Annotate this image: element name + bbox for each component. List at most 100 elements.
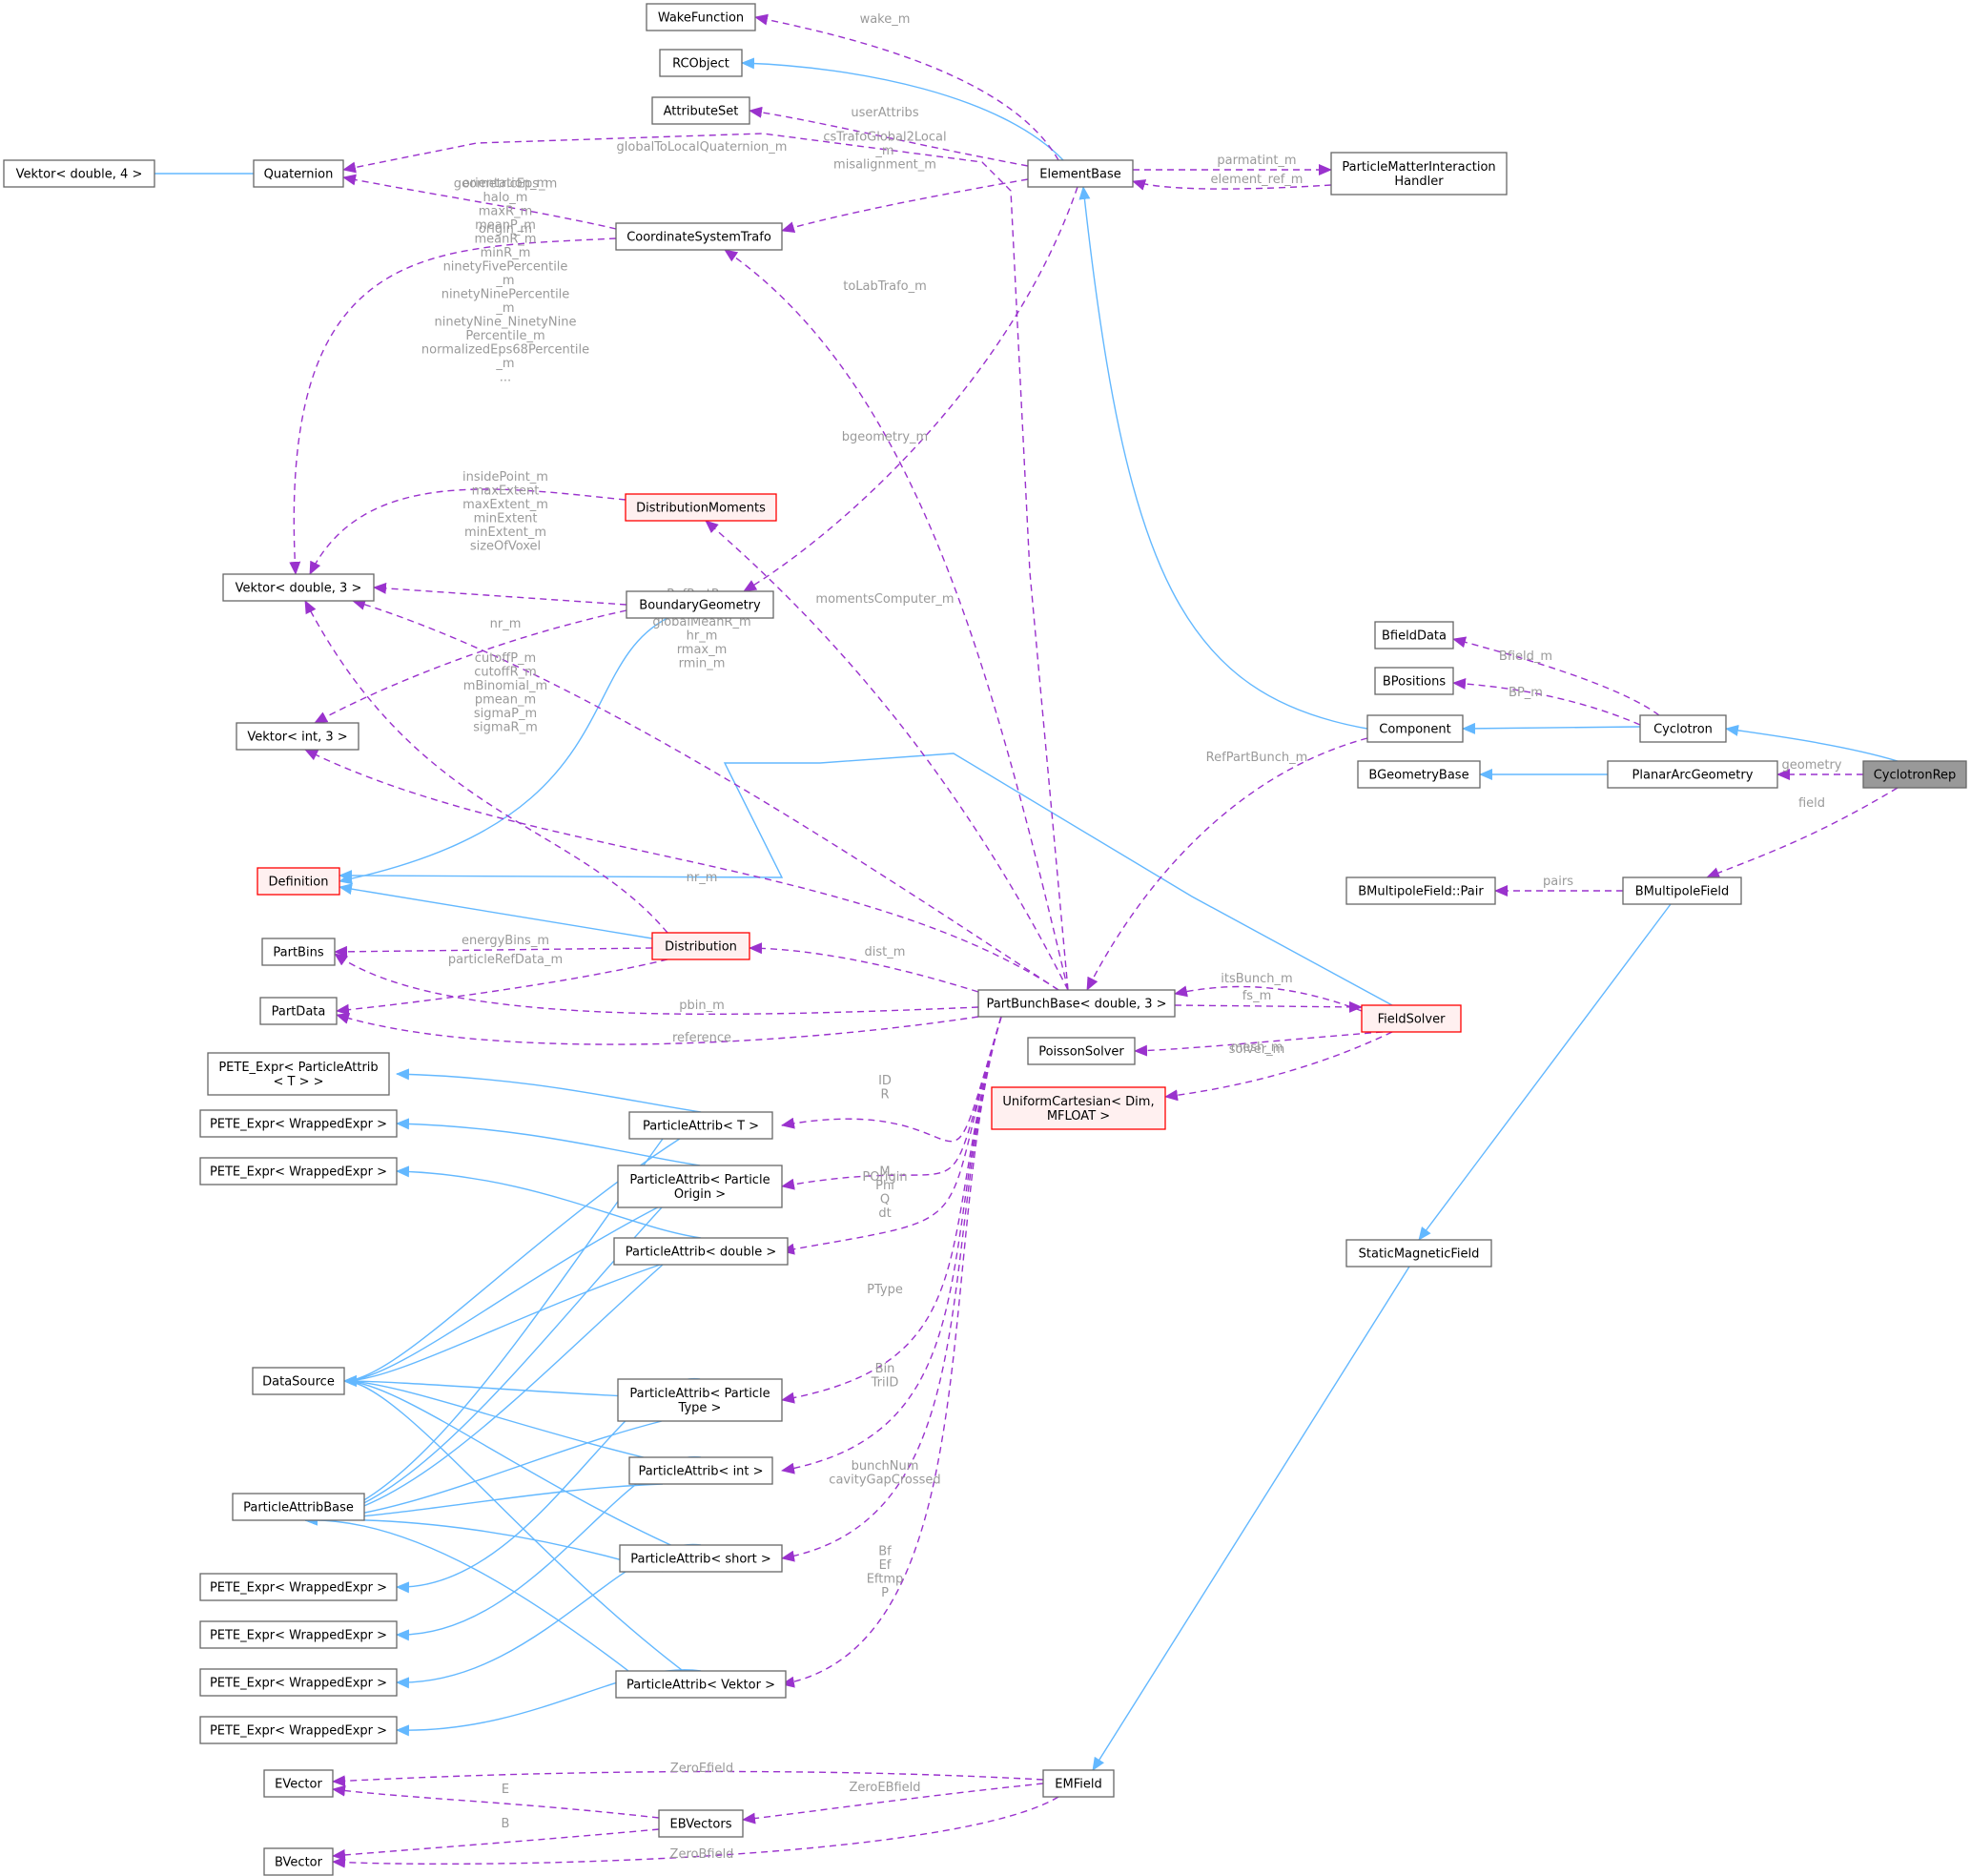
- class-node-box: [615, 1670, 787, 1699]
- class-node-PA_T[interactable]: ParticleAttrib< T >: [628, 1111, 773, 1140]
- class-node-label: PETE_Expr< WrappedExpr >: [210, 1118, 387, 1132]
- class-node-PETE_W1[interactable]: PETE_Expr< WrappedExpr >: [199, 1109, 398, 1138]
- class-node-ParticleAttribBase[interactable]: ParticleAttribBase: [232, 1493, 365, 1521]
- class-node-PartData[interactable]: PartData: [259, 997, 338, 1025]
- edge-label-line: Bin: [875, 1362, 895, 1376]
- class-node-label-line: CoordinateSystemTrafo: [626, 231, 771, 245]
- edge-label: parmatint_m: [1217, 154, 1296, 168]
- edge-label: element_ref_m: [1211, 173, 1304, 187]
- class-node-label-line: BVector: [275, 1856, 323, 1870]
- class-node-PA_short[interactable]: ParticleAttrib< short >: [619, 1544, 783, 1573]
- class-node-EMField[interactable]: EMField: [1042, 1769, 1115, 1798]
- edge-label-line: userAttribs: [851, 106, 918, 120]
- class-node-PlanarArcGeometry[interactable]: PlanarArcGeometry: [1607, 760, 1778, 789]
- class-node-label-line: BoundaryGeometry: [639, 599, 761, 613]
- class-node-box: [991, 1086, 1166, 1130]
- class-node-PA_Vektor[interactable]: ParticleAttrib< Vektor >: [615, 1670, 787, 1699]
- edge-label-line: E: [502, 1783, 509, 1797]
- edge-label: pairs: [1543, 875, 1573, 889]
- class-node-label-line: PartBins: [273, 946, 323, 960]
- class-node-PA_double[interactable]: ParticleAttrib< double >: [613, 1237, 789, 1266]
- edge-label-line: momentsComputer_m: [815, 592, 954, 607]
- class-node-Definition[interactable]: Definition: [257, 867, 340, 896]
- class-node-Component[interactable]: Component: [1366, 714, 1464, 743]
- class-node-PETE_W3[interactable]: PETE_Expr< WrappedExpr >: [199, 1573, 398, 1601]
- class-node-PETE_W5[interactable]: PETE_Expr< WrappedExpr >: [199, 1668, 398, 1697]
- class-node-PETE_W2[interactable]: PETE_Expr< WrappedExpr >: [199, 1157, 398, 1185]
- usage-edge-PartBunchBase-to-PA_T: [781, 1016, 1002, 1143]
- class-node-VektorD4[interactable]: Vektor< double, 4 >: [3, 159, 155, 188]
- edge-label-line: meanR_m: [474, 233, 536, 247]
- class-node-label-line: FieldSolver: [1378, 1013, 1447, 1027]
- class-node-BMFPair[interactable]: BMultipoleField::Pair: [1345, 876, 1496, 905]
- class-node-box: [263, 1847, 334, 1876]
- usage-edge-ElementBase-to-WakeFunction: [754, 13, 1059, 161]
- class-node-PartBunchBase[interactable]: PartBunchBase< double, 3 >: [977, 989, 1176, 1018]
- class-node-box: [617, 1165, 783, 1208]
- class-node-VektorD3[interactable]: Vektor< double, 3 >: [222, 573, 375, 602]
- usage-edge-EMField-to-EBVectors: [742, 1783, 1044, 1824]
- class-node-label-line: ElementBase: [1039, 168, 1120, 182]
- edge-label-line: parmatint_m: [1217, 154, 1296, 168]
- class-node-UniformCartesian[interactable]: UniformCartesian< Dim,MFLOAT >: [991, 1086, 1166, 1130]
- class-node-Distribution[interactable]: Distribution: [651, 932, 750, 960]
- edge-label-line: ninetyNinePercentile: [441, 288, 570, 302]
- edge-label: Bfield_m: [1499, 649, 1552, 664]
- class-node-BGeometryBase[interactable]: BGeometryBase: [1357, 760, 1481, 789]
- edge-label-line: globalToLocalQuaternion_m: [617, 140, 788, 155]
- class-node-EBVectors[interactable]: EBVectors: [658, 1809, 744, 1838]
- class-node-DistributionMoments[interactable]: DistributionMoments: [625, 493, 777, 522]
- class-node-CyclotronRep[interactable]: CyclotronRep: [1862, 760, 1967, 789]
- class-node-VektorI3[interactable]: Vektor< int, 3 >: [236, 722, 359, 751]
- class-node-WakeFunction[interactable]: WakeFunction: [646, 3, 756, 31]
- inheritance-edge-CyclotronRep-to-Cyclotron: [1725, 724, 1899, 762]
- class-node-box: [199, 1109, 398, 1138]
- edge-label-line: toLabTrafo_m: [843, 279, 927, 294]
- class-node-PartBins[interactable]: PartBins: [261, 938, 336, 966]
- class-node-BoundaryGeometry[interactable]: BoundaryGeometry: [626, 590, 774, 619]
- class-node-label-line: UniformCartesian< Dim,: [1002, 1095, 1154, 1109]
- class-node-Cyclotron[interactable]: Cyclotron: [1639, 714, 1727, 743]
- class-node-box: [1027, 1037, 1136, 1065]
- class-node-label-line: ParticleAttrib< Particle: [629, 1173, 770, 1187]
- class-node-label-line: ParticleMatterInteraction: [1342, 160, 1495, 175]
- class-node-AttributeSet[interactable]: AttributeSet: [651, 96, 750, 125]
- class-node-StaticMagneticField[interactable]: StaticMagneticField: [1345, 1239, 1492, 1268]
- class-node-PoissonSolver[interactable]: PoissonSolver: [1027, 1037, 1136, 1065]
- class-node-label: BVector: [275, 1856, 323, 1870]
- edge-label-line: dt: [878, 1206, 891, 1221]
- edge-label-line: RefPartBunch_m: [1206, 751, 1308, 765]
- class-node-label: ParticleAttrib< double >: [626, 1246, 776, 1260]
- class-node-DataSource[interactable]: DataSource: [252, 1367, 345, 1395]
- class-node-EVector[interactable]: EVector: [263, 1769, 334, 1798]
- class-node-BfieldData[interactable]: BfieldData: [1374, 621, 1454, 649]
- class-node-PETE_W4[interactable]: PETE_Expr< WrappedExpr >: [199, 1620, 398, 1649]
- class-node-CST[interactable]: CoordinateSystemTrafo: [615, 222, 783, 251]
- edge-label: B: [502, 1817, 510, 1831]
- edge-label-line: pbin_m: [679, 999, 725, 1013]
- class-node-label: Vektor< int, 3 >: [247, 731, 347, 745]
- class-node-PETE_W6[interactable]: PETE_Expr< WrappedExpr >: [199, 1716, 398, 1744]
- class-node-FieldSolver[interactable]: FieldSolver: [1361, 1004, 1462, 1033]
- class-node-PETE_PA[interactable]: PETE_Expr< ParticleAttrib< T > >: [207, 1052, 390, 1096]
- class-node-BPositions[interactable]: BPositions: [1374, 667, 1454, 695]
- class-node-RCObject[interactable]: RCObject: [659, 49, 743, 77]
- usage-edge-CST-to-VektorD3: [289, 237, 617, 575]
- usage-edge-PartBunchBase-to-PartData: [336, 1013, 979, 1045]
- edge-label-line: particleRefData_m: [448, 953, 563, 967]
- usage-edge-ElementBase-to-BoundaryGeometry: [743, 186, 1078, 592]
- edge-label-line: rmin_m: [679, 656, 726, 670]
- class-node-BMultipoleField[interactable]: BMultipoleField: [1622, 876, 1742, 905]
- edge-label-line: origin_m: [479, 222, 532, 237]
- edge-label-line: _m: [495, 301, 514, 316]
- class-node-BVector[interactable]: BVector: [263, 1847, 334, 1876]
- edge-label: BP_m: [1509, 686, 1543, 700]
- class-node-ElementBase[interactable]: ElementBase: [1027, 159, 1134, 188]
- class-node-PA_int[interactable]: ParticleAttrib< int >: [628, 1456, 773, 1485]
- usage-edge-FieldSolver-to-PartBunchBase: [1174, 985, 1363, 1012]
- class-node-Quaternion[interactable]: Quaternion: [253, 159, 344, 188]
